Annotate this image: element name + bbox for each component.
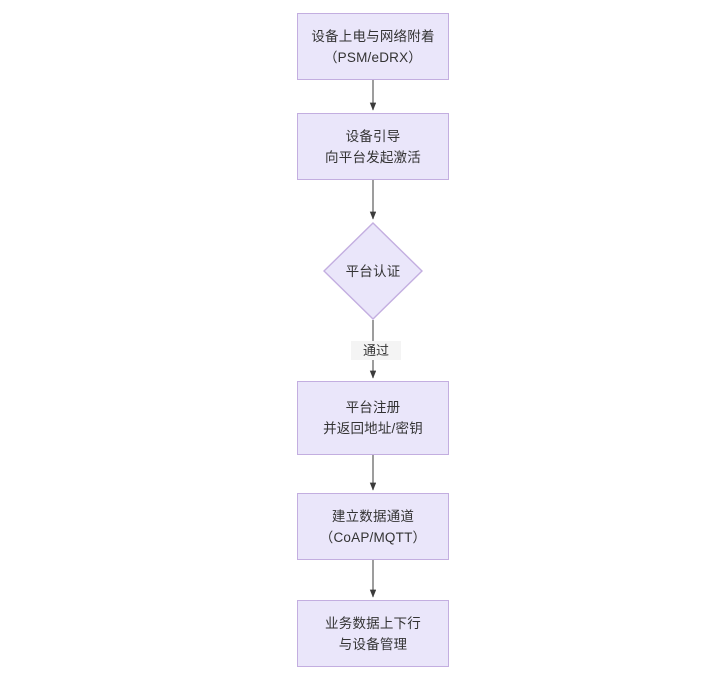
node-label: 设备上电与网络附着 （PSM/eDRX） [311, 28, 435, 65]
node-label: 建立数据通道 （CoAP/MQTT） [319, 508, 427, 545]
node-label: 业务数据上下行 与设备管理 [325, 615, 421, 652]
edge-label-pass: 通过 [351, 341, 401, 360]
node-label: 设备引导 向平台发起激活 [325, 128, 421, 165]
node-device-power-on[interactable]: 设备上电与网络附着 （PSM/eDRX） [297, 13, 449, 80]
diamond-icon [323, 222, 423, 320]
node-label: 平台注册 并返回地址/密钥 [323, 400, 423, 436]
node-platform-authentication[interactable]: 平台认证 [323, 222, 423, 320]
node-establish-data-channel[interactable]: 建立数据通道 （CoAP/MQTT） [297, 493, 449, 560]
node-device-bootstrap[interactable]: 设备引导 向平台发起激活 [297, 113, 449, 180]
node-label: 平台认证 [345, 263, 401, 279]
node-platform-registration[interactable]: 平台注册 并返回地址/密钥 [297, 381, 449, 455]
node-business-data-and-device-management[interactable]: 业务数据上下行 与设备管理 [297, 600, 449, 667]
